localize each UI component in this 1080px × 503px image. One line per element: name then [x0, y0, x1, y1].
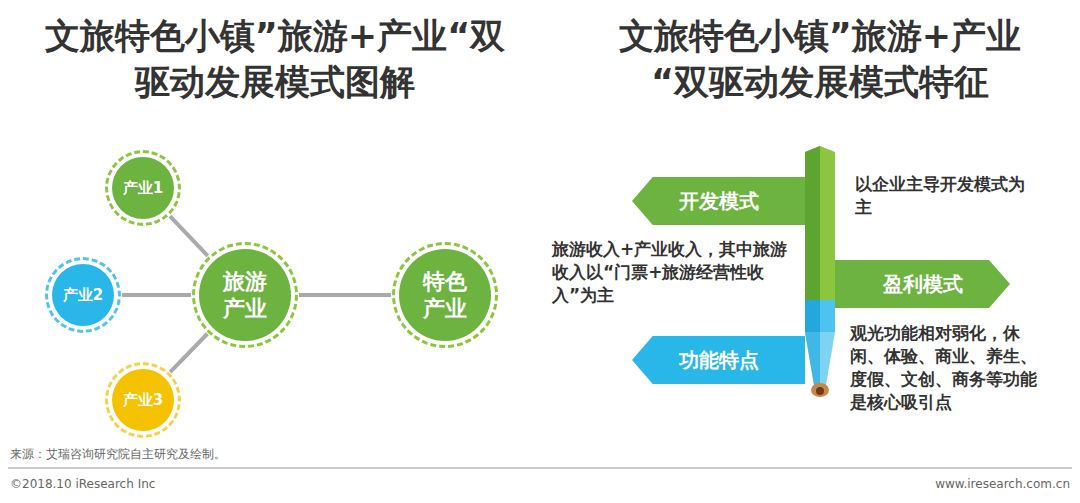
- panel-title: 文旅特色小镇”旅游+产业“双驱动发展模式特征: [595, 14, 1045, 105]
- footer-rule: [8, 468, 1072, 469]
- connector-stroke: [122, 293, 191, 297]
- connector-line: [299, 295, 391, 296]
- connector-stroke: [170, 216, 208, 256]
- band-fill: [632, 336, 805, 384]
- band-label: 开发模式: [679, 188, 759, 215]
- feature-description: 以企业主导开发模式为主: [855, 173, 1035, 219]
- pencil-cone: [805, 332, 835, 385]
- website-note: www.iresearch.com.cn: [935, 477, 1070, 491]
- pencil-body: [805, 146, 835, 300]
- feature-arrow-band: 功能特点观光功能相对弱化，休闲、体验、商业、养生、度假、文创、商务等功能是核心吸…: [632, 336, 805, 384]
- panel-title: 文旅特色小镇”旅游+产业“双驱动发展模式图解: [40, 14, 510, 105]
- pencil-lead: [816, 387, 824, 395]
- band-label: 功能特点: [679, 347, 759, 374]
- band-fill: [835, 260, 1010, 308]
- pencil-shade: [805, 146, 820, 300]
- connector-line: [122, 295, 191, 296]
- connector-line: [170, 216, 208, 256]
- connector-stroke: [170, 334, 207, 372]
- pencil-tip: [811, 383, 829, 397]
- industry-circle: 产业2: [52, 264, 114, 326]
- feature-description: 旅游收入+产业收入，其中旅游收入以“门票+旅游经营性收入”为主: [552, 238, 792, 307]
- pencil-band-shade: [805, 300, 820, 332]
- feature-arrow-band: 盈利模式旅游收入+产业收入，其中旅游收入以“门票+旅游经营性收入”为主: [835, 260, 1010, 308]
- pencil-band: [805, 300, 835, 332]
- circle-label: 产业1: [123, 179, 163, 198]
- feature-description: 观光功能相对弱化，休闲、体验、商业、养生、度假、文创、商务等功能是核心吸引点: [850, 322, 1050, 414]
- circle-label: 产业3: [123, 391, 163, 410]
- industry-circle: 产业3: [112, 369, 174, 431]
- feature-arrow-band: 开发模式以企业主导开发模式为主: [632, 177, 805, 225]
- circle-label: 旅游产业: [222, 268, 268, 323]
- connector-stroke: [299, 293, 391, 297]
- source-caption: 来源：艾瑞咨询研究院自主研究及绘制。: [10, 446, 226, 463]
- connector-line: [170, 334, 207, 372]
- industry-circle: 产业1: [112, 157, 174, 219]
- band-fill: [632, 177, 805, 225]
- pencil-cone-shade: [805, 332, 820, 385]
- circle-label: 特色产业: [422, 268, 468, 323]
- band-label: 盈利模式: [883, 271, 963, 298]
- copyright-note: ©2018.10 iResearch Inc: [10, 477, 155, 491]
- feature-industry-circle: 特色产业: [399, 249, 491, 341]
- core-industry-circle: 旅游产业: [199, 249, 291, 341]
- circle-label: 产业2: [63, 286, 103, 305]
